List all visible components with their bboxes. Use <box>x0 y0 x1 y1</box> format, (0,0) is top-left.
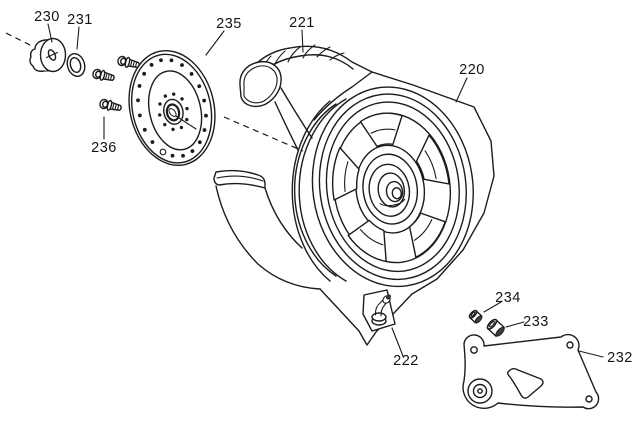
wheel-drawing <box>291 86 474 288</box>
callout-label-220: 220 <box>459 62 485 78</box>
bushing-large-drawing <box>486 318 505 337</box>
callout-labels: 230 231 235 221 220 236 234 233 232 222 <box>34 9 633 369</box>
disc-drill-holes <box>136 58 208 158</box>
leader-233 <box>505 321 525 328</box>
leader-221 <box>301 29 304 53</box>
leader-222 <box>391 327 404 357</box>
leader-230 <box>47 23 53 43</box>
callout-label-236: 236 <box>91 140 117 156</box>
leader-220 <box>455 77 468 103</box>
hub-cap-drawing <box>29 37 67 73</box>
caliper-bracket-drawing <box>462 333 600 410</box>
disc-hub-bolts <box>158 92 189 132</box>
leader-lines <box>47 23 604 358</box>
bushing-small-drawing <box>468 309 483 324</box>
callout-label-231: 231 <box>67 12 93 28</box>
brake-disc-drawing <box>128 50 216 166</box>
axle-axis-line-center <box>223 116 304 152</box>
leader-232 <box>578 350 604 358</box>
callout-label-230: 230 <box>34 9 60 25</box>
callout-label-234: 234 <box>495 290 521 306</box>
leader-231 <box>76 26 80 50</box>
callout-label-222: 222 <box>393 353 419 369</box>
callout-label-232: 232 <box>607 350 633 366</box>
axle-axis-line-left <box>5 32 35 48</box>
callout-label-221: 221 <box>289 15 315 31</box>
callout-label-235: 235 <box>216 16 242 32</box>
wheel-spokes <box>331 112 450 263</box>
wheel-hub <box>362 153 419 225</box>
callout-label-233: 233 <box>523 314 549 330</box>
leader-234 <box>483 301 502 313</box>
tire-drawing <box>213 44 495 346</box>
valve-stem-drawing <box>362 289 396 332</box>
washer-drawing <box>66 52 86 78</box>
leader-235 <box>205 30 225 56</box>
